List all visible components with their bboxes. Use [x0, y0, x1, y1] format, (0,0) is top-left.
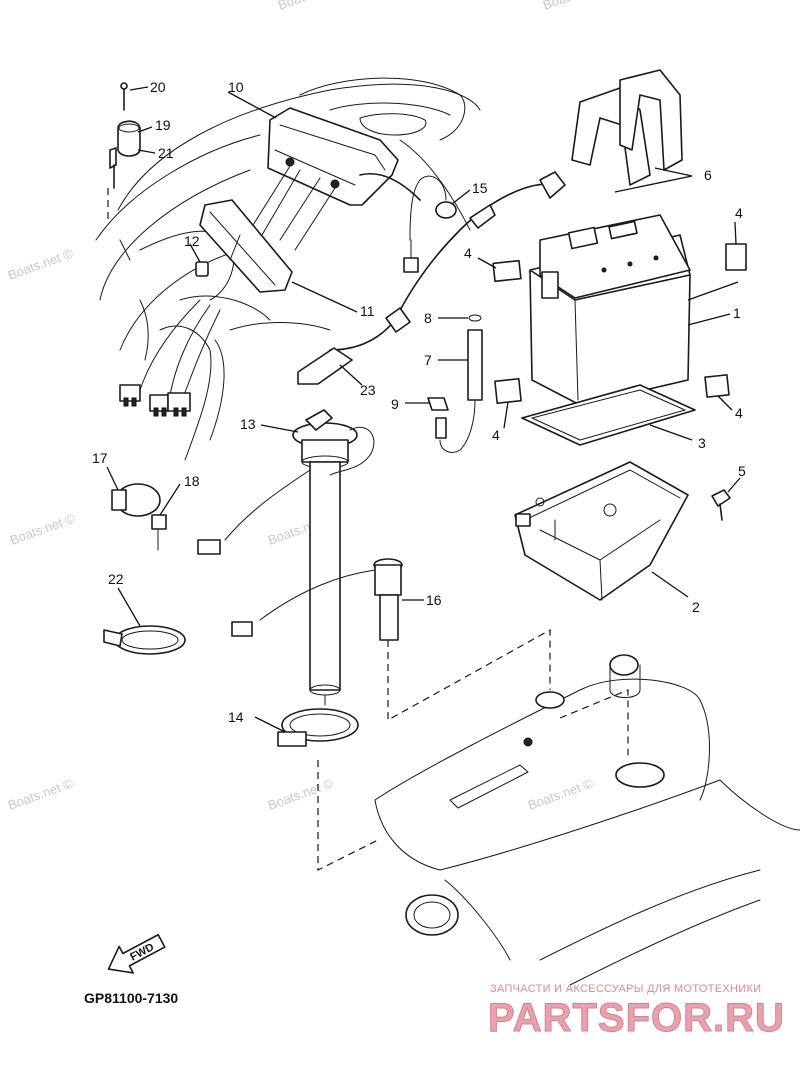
- callout-23: 23: [360, 382, 376, 398]
- watermark: Boats.net ©: [276, 0, 346, 13]
- cable-23: [297, 171, 566, 385]
- callout-4: 4: [735, 405, 743, 421]
- callout-14: 14: [228, 709, 244, 725]
- watermark: Boats.net ©: [526, 775, 596, 813]
- bolt-5: [711, 489, 731, 521]
- battery-box-2: [514, 461, 689, 601]
- insulator-4: [492, 243, 747, 404]
- callout-21: 21: [158, 145, 174, 161]
- diagram-part-code: GP81100-7130: [84, 990, 179, 1006]
- callout-19: 19: [155, 117, 171, 133]
- brand-tagline: ЗАПЧАСТИ И АКСЕССУАРЫ ДЛЯ МОТОТЕХНИКИ: [490, 983, 762, 995]
- callout-11: 11: [360, 303, 375, 319]
- callout-1: 1: [733, 305, 741, 321]
- battery-1: [529, 214, 691, 406]
- callout-10: 10: [228, 79, 244, 95]
- sensor-16: [231, 558, 403, 641]
- callout-16: 16: [426, 592, 442, 608]
- watermark: Boats.net ©: [541, 0, 611, 13]
- watermark: Boats.net ©: [6, 775, 76, 813]
- switch-15: [403, 175, 457, 273]
- hose-clamp-14: [277, 708, 359, 747]
- callout-17: 17: [92, 450, 108, 466]
- battery-pad-3: [521, 384, 696, 446]
- callout-7: 7: [424, 352, 432, 368]
- meter-wire-harness: [119, 299, 221, 417]
- band-17-18: [111, 483, 167, 551]
- callout-4: 4: [464, 245, 472, 261]
- watermark: Boats.net ©: [6, 245, 76, 283]
- callout-numbers: 1 2 3 4 4 4 4 5 6 7 8 9 10 11 12 13 14 1…: [92, 79, 746, 725]
- callout-20: 20: [150, 79, 166, 95]
- callout-4: 4: [735, 205, 743, 221]
- leader-lines: [106, 86, 741, 733]
- battery-band-6: [571, 69, 683, 186]
- callout-8: 8: [424, 310, 432, 326]
- callout-6: 6: [704, 167, 712, 183]
- fwd-arrow: FWD: [107, 933, 166, 974]
- callout-5: 5: [738, 463, 746, 479]
- part-stack-19-20-21: [109, 82, 141, 189]
- hull-deck-outline: [95, 77, 481, 461]
- fwd-label: FWD: [128, 941, 156, 963]
- callout-22: 22: [108, 571, 124, 587]
- callout-15: 15: [472, 180, 488, 196]
- callout-3: 3: [698, 435, 706, 451]
- bracket-11: [199, 199, 293, 293]
- cable-tie-22: [103, 625, 186, 655]
- meter-cluster-10: [249, 107, 399, 251]
- brand-logo: PARTSFOR.RU: [488, 996, 785, 1041]
- watermark: Boats.net ©: [8, 510, 78, 548]
- watermark: Boats.net ©: [266, 775, 336, 813]
- callout-18: 18: [184, 473, 200, 489]
- vent-hose-7: [427, 314, 483, 453]
- fuel-sender-13: [197, 409, 375, 706]
- callout-9: 9: [391, 396, 399, 412]
- callout-13: 13: [240, 416, 256, 432]
- callout-4: 4: [492, 427, 500, 443]
- assembly-dashed-lines: [107, 188, 629, 871]
- callout-12: 12: [184, 233, 200, 249]
- callout-2: 2: [692, 599, 700, 615]
- fuel-tank: [374, 654, 800, 986]
- clip-12: [195, 261, 209, 277]
